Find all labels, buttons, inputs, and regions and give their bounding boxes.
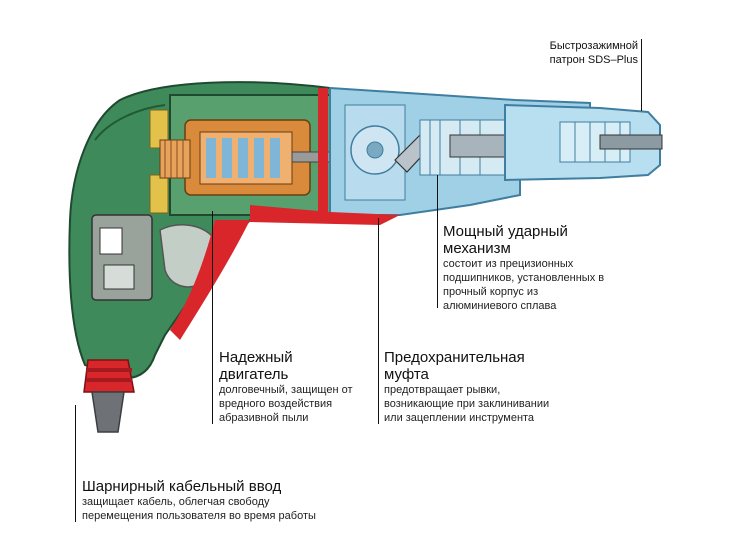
callout-impact: Мощный ударный механизм состоит из преци… xyxy=(443,223,643,313)
cable-relief-grey xyxy=(91,391,125,433)
callout-clutch-title1: Предохранительная xyxy=(384,349,525,366)
callout-motor-desc-1: вредного воздействия xyxy=(219,398,333,410)
callout-cable-desc-1: перемещения пользователя во время работы xyxy=(82,510,316,522)
callout-motor: Надежный двигатель долговечный, защищен … xyxy=(219,349,379,425)
callout-motor-desc-0: долговечный, защищен от xyxy=(219,384,353,396)
red-accent-panel xyxy=(170,220,250,340)
separator-strip xyxy=(318,88,328,220)
callout-chuck: Быстрозажимной патрон SDS–Plus xyxy=(528,39,638,67)
leader-line-motor xyxy=(212,211,213,424)
piston xyxy=(449,134,506,158)
callout-impact-desc-2: прочный корпус из xyxy=(443,286,539,298)
callout-impact-desc-3: алюминиевого сплава xyxy=(443,300,557,312)
callout-chuck-line2: патрон SDS–Plus xyxy=(549,54,638,66)
leader-line-chuck xyxy=(641,39,642,111)
callout-impact-title2: механизм xyxy=(443,240,511,257)
leader-line-cable xyxy=(75,405,76,522)
cable-relief-red xyxy=(83,359,135,393)
callout-cable-title: Шарнирный кабельный ввод xyxy=(82,478,282,495)
callout-cable: Шарнирный кабельный ввод защищает кабель… xyxy=(82,478,362,523)
callout-motor-title2: двигатель xyxy=(219,366,289,383)
callout-clutch-desc-0: предотвращает рывки, xyxy=(384,384,501,396)
brush-holder-top xyxy=(149,109,169,149)
callout-clutch-desc-1: возникающие при заклинивании xyxy=(384,398,550,410)
callout-impact-title1: Мощный ударный xyxy=(443,223,568,240)
callout-clutch-title2: муфта xyxy=(384,366,429,383)
chuck-bit xyxy=(599,134,663,150)
callout-impact-desc-0: состоит из прецизионных xyxy=(443,258,574,270)
callout-clutch: Предохранительная муфта предотвращает ры… xyxy=(384,349,584,425)
callout-motor-title1: Надежный xyxy=(219,349,293,366)
lower-red-edge xyxy=(250,205,400,225)
leader-line-impact xyxy=(437,175,438,308)
callout-clutch-desc-2: или зацеплении инструмента xyxy=(384,412,535,424)
brush-holder-bottom xyxy=(149,174,169,214)
callout-motor-desc-2: абразивной пыли xyxy=(219,412,309,424)
callout-chuck-line1: Быстрозажимной xyxy=(549,40,638,52)
leader-line-clutch xyxy=(378,218,379,424)
callout-cable-desc-0: защищает кабель, облегчая свободу xyxy=(82,496,270,508)
callout-impact-desc-1: подшипников, установленных в xyxy=(443,272,605,284)
